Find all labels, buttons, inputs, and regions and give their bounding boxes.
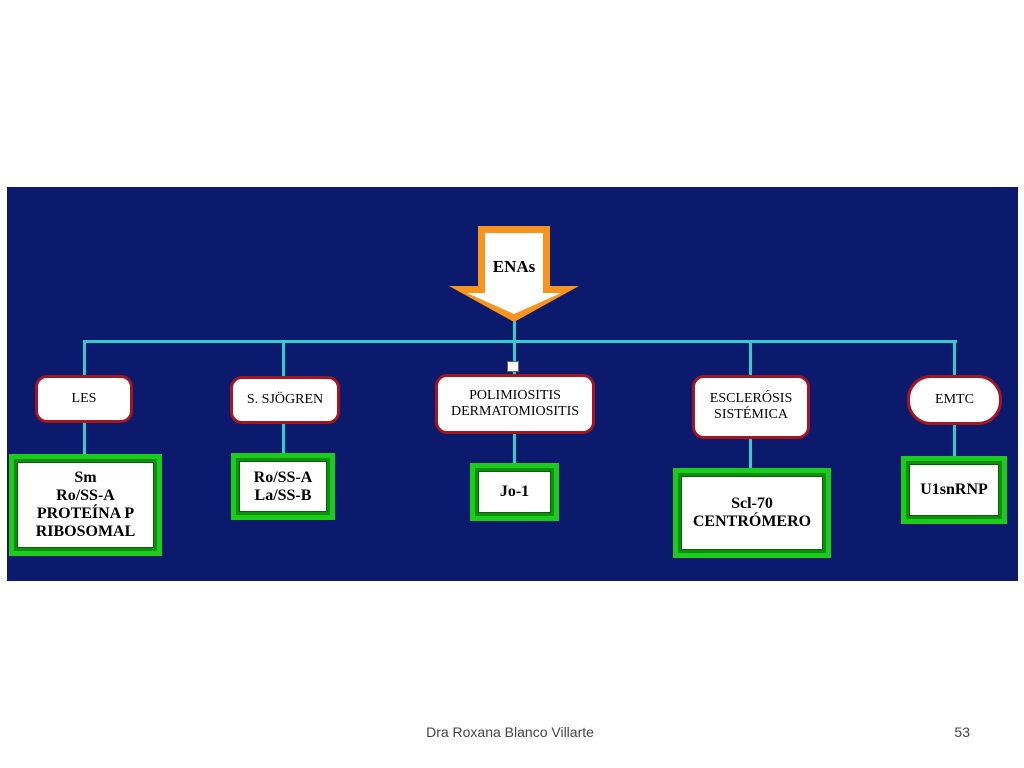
connector-drop-sjogren [282, 340, 285, 377]
enas-down-arrow [449, 226, 579, 322]
antibodies-esclerosis-text: Scl-70 CENTRÓMERO [692, 495, 812, 530]
connector-polimiositis-antibodies [513, 432, 516, 465]
connector-drop-emtc [953, 340, 956, 377]
category-sjogren: S. SJÖGREN [230, 376, 340, 424]
category-emtc-label: EMTC [935, 392, 974, 407]
connector-drop-esclerosis [749, 340, 752, 377]
page-number: 53 [954, 724, 970, 740]
antibodies-esclerosis: Scl-70 CENTRÓMERO [673, 468, 831, 558]
antibodies-emtc: U1snRNP [901, 456, 1007, 524]
category-polimiositis-label: POLIMIOSITIS DERMATOMIOSITIS [450, 388, 580, 419]
connector-drop-polimiositis [513, 340, 516, 376]
connector-esclerosis-antibodies [749, 437, 752, 470]
category-les-label: LES [71, 391, 97, 406]
category-esclerosis: ESCLERÓSIS SISTÉMICA [692, 375, 810, 439]
antibodies-sjogren-text: Ro/SS-A La/SS-B [253, 468, 313, 504]
category-polimiositis: POLIMIOSITIS DERMATOMIOSITIS [435, 374, 595, 434]
root-label: ENAs [492, 257, 536, 276]
connector-drop-les [83, 340, 86, 376]
antibodies-les-text: Sm Ro/SS-A PROTEÍNA P RIBOSOMAL [35, 469, 136, 540]
category-emtc: EMTC [907, 375, 1002, 425]
antibodies-les: Sm Ro/SS-A PROTEÍNA P RIBOSOMAL [9, 454, 162, 556]
connector-sjogren-antibodies [282, 423, 285, 455]
antibodies-polimiositis: Jo-1 [470, 463, 559, 521]
antibodies-sjogren: Ro/SS-A La/SS-B [231, 453, 335, 520]
category-esclerosis-label: ESCLERÓSIS SISTÉMICA [709, 391, 793, 422]
connector-horizontal-bar [83, 340, 957, 343]
category-les: LES [35, 375, 133, 423]
antibodies-emtc-text: U1snRNP [920, 481, 988, 498]
category-sjogren-label: S. SJÖGREN [246, 392, 324, 407]
footer-author: Dra Roxana Blanco Villarte [426, 724, 594, 740]
connector-les-antibodies [83, 421, 86, 457]
antibodies-polimiositis-text: Jo-1 [499, 483, 530, 500]
connector-emtc-antibodies [953, 424, 956, 457]
connector-junction-marker [507, 361, 519, 372]
connector-root-stem [513, 318, 516, 342]
